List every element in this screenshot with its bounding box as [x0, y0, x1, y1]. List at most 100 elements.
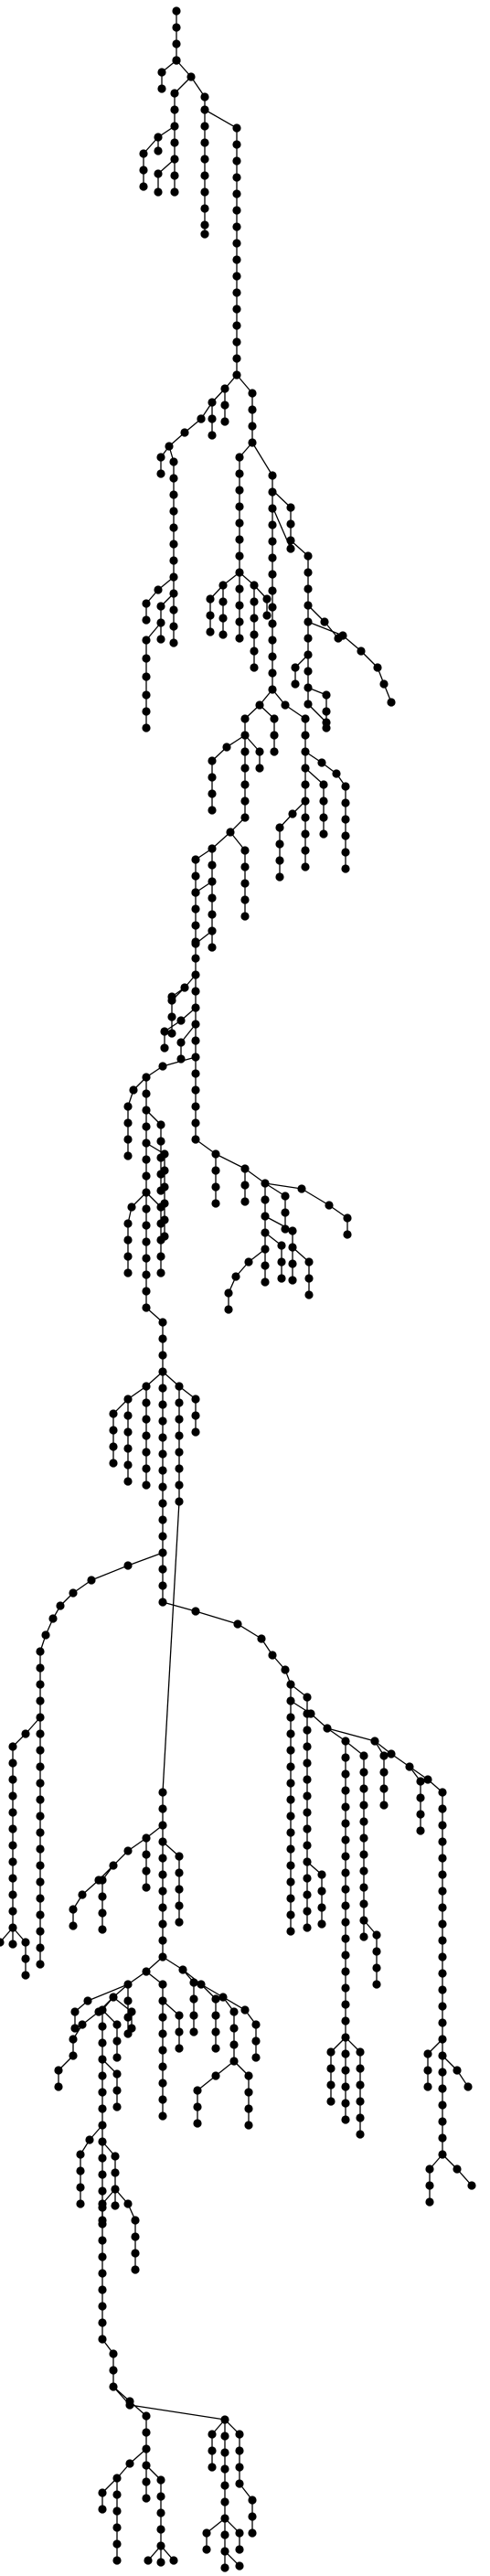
tree-node-729	[235, 2528, 244, 2538]
tree-node-23	[154, 169, 163, 178]
tree-node-379	[36, 1713, 45, 1722]
tree-node-536	[438, 2150, 447, 2159]
tree-node-6	[157, 84, 166, 93]
tree-node-146	[304, 667, 313, 676]
tree-node-722	[156, 2525, 165, 2534]
tree-node-373	[48, 1614, 58, 1623]
tree-edge-412	[237, 1623, 262, 1640]
tree-node-570	[69, 1905, 78, 1914]
tree-node-288	[211, 1149, 220, 1159]
tree-node-39	[232, 222, 241, 231]
tree-node-151	[291, 663, 300, 672]
tree-node-346	[142, 1480, 151, 1490]
tree-node-696	[235, 2430, 244, 2439]
tree-node-123	[268, 586, 277, 595]
tree-node-673	[123, 2199, 133, 2208]
tree-edge-298	[264, 1182, 303, 1190]
tree-node-208	[208, 910, 217, 919]
tree-node-468	[372, 1947, 381, 1956]
tree-node-99	[218, 581, 228, 590]
tree-node-634	[189, 2011, 198, 2020]
tree-node-72	[169, 572, 178, 582]
tree-node-368	[191, 1427, 200, 1437]
tree-node-406	[8, 1907, 17, 1916]
tree-node-680	[109, 2366, 118, 2375]
tree-node-214	[240, 895, 250, 904]
tree-node-511	[438, 1821, 447, 1830]
tree-node-351	[123, 1477, 133, 1486]
tree-node-700	[248, 2496, 257, 2505]
tree-node-688	[220, 2432, 229, 2441]
tree-node-225	[191, 939, 200, 948]
tree-node-336	[175, 1431, 184, 1440]
tree-node-213	[240, 879, 250, 888]
tree-node-94	[235, 535, 244, 544]
tree-node-639	[211, 2044, 220, 2053]
tree-node-103	[250, 581, 259, 590]
tree-node-610	[123, 1996, 133, 2005]
tree-node-3	[172, 39, 181, 48]
tree-node-633	[189, 1994, 198, 2004]
tree-node-692	[220, 2497, 229, 2507]
tree-node-305	[288, 1226, 297, 1235]
tree-node-245	[176, 1054, 186, 1064]
tree-node-181	[301, 796, 310, 806]
tree-node-235	[191, 1069, 200, 1078]
tree-node-529	[423, 2066, 432, 2075]
tree-node-157	[255, 700, 264, 710]
tree-node-504	[317, 1919, 326, 1929]
tree-node-661	[244, 2121, 253, 2130]
tree-node-695	[208, 2463, 217, 2472]
tree-node-635	[189, 2027, 198, 2036]
tree-node-215	[240, 912, 250, 921]
tree-node-717	[98, 2488, 107, 2497]
tree-node-186	[317, 758, 326, 767]
tree-node-98	[235, 601, 244, 610]
tree-node-34	[232, 140, 241, 149]
tree-node-385	[36, 1812, 45, 1821]
tree-node-179	[301, 764, 310, 773]
tree-node-616	[69, 2051, 78, 2060]
tree-node-33	[232, 123, 241, 133]
tree-node-136	[304, 584, 313, 593]
tree-node-622	[158, 2013, 167, 2022]
tree-node-135	[304, 568, 313, 577]
tree-node-533	[438, 2100, 447, 2110]
tree-node-689	[220, 2448, 229, 2457]
tree-node-92	[235, 502, 244, 511]
tree-node-304	[343, 1230, 352, 1239]
tree-node-535	[438, 2133, 447, 2143]
tree-node-25	[200, 122, 209, 131]
tree-node-492	[303, 1791, 312, 1801]
tree-node-139	[304, 634, 313, 643]
tree-edge-153	[307, 703, 327, 723]
tree-node-306	[288, 1243, 297, 1252]
tree-node-602	[98, 2318, 107, 2327]
tree-node-414	[233, 1619, 242, 1629]
tree-node-517	[438, 1919, 447, 1929]
tree-node-473	[341, 2033, 350, 2042]
tree-node-685	[142, 2444, 151, 2453]
tree-node-712	[112, 2490, 122, 2499]
tree-node-703	[220, 2514, 229, 2523]
tree-node-326	[158, 1367, 167, 1376]
tree-node-669	[111, 2185, 120, 2194]
tree-node-498	[303, 1890, 312, 1899]
tree-node-273	[123, 1219, 133, 1228]
tree-node-451	[341, 1934, 350, 1943]
tree-node-629	[175, 2011, 184, 2020]
tree-node-668	[111, 2168, 120, 2177]
tree-node-9	[200, 92, 209, 102]
tree-node-224	[191, 888, 200, 897]
tree-node-480	[326, 2064, 336, 2073]
tree-node-158	[240, 714, 250, 723]
tree-node-427	[286, 1828, 295, 1837]
tree-node-22	[139, 182, 148, 191]
tree-node-521	[438, 1985, 447, 1994]
tree-node-601	[98, 2302, 107, 2311]
tree-node-312	[261, 1277, 270, 1287]
tree-node-37	[232, 189, 241, 198]
tree-node-60	[197, 414, 206, 423]
tree-node-15	[170, 155, 179, 164]
tree-node-219	[191, 904, 200, 914]
